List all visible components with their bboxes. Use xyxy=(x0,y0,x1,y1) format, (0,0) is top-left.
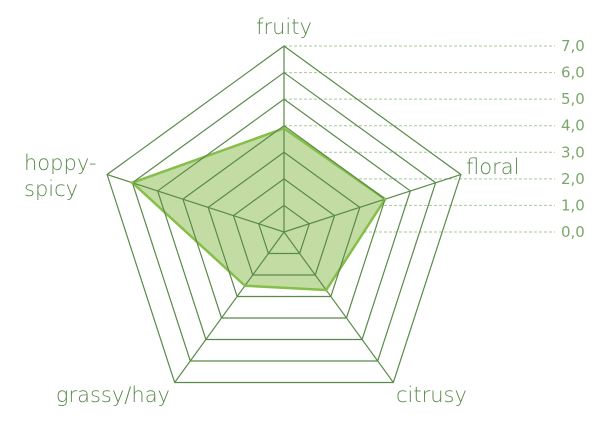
grid-ring xyxy=(131,71,437,362)
axis-label: citrusy xyxy=(396,383,467,407)
axis-label: hoppy-spicy xyxy=(24,151,96,201)
axis-spoke xyxy=(283,231,394,383)
data-point xyxy=(383,197,387,201)
axis-label: floral xyxy=(466,155,519,179)
tick-label: 0,0 xyxy=(561,223,585,241)
tick-label: 4,0 xyxy=(561,117,585,135)
grid-ring xyxy=(182,124,386,319)
data-point xyxy=(243,284,247,288)
data-point xyxy=(282,126,286,130)
axis-spoke xyxy=(174,231,285,383)
axis-label: grassy/hay xyxy=(56,383,170,407)
tick-label: 5,0 xyxy=(561,90,585,108)
data-point xyxy=(130,181,134,185)
tick-label: 6,0 xyxy=(561,64,585,82)
axis-spoke xyxy=(283,173,462,233)
grid-ring xyxy=(207,151,361,298)
grid-ring xyxy=(156,98,412,341)
axis-label: fruity xyxy=(256,15,312,39)
tick-label: 3,0 xyxy=(561,143,585,161)
grid-ring xyxy=(106,45,462,384)
data-point xyxy=(324,288,328,292)
tick-label: 1,0 xyxy=(561,196,585,214)
tick-label: 7,0 xyxy=(561,37,585,55)
tick-label: 2,0 xyxy=(561,170,585,188)
grid-ring xyxy=(232,178,336,276)
axis-spoke xyxy=(106,173,285,233)
grid-ring xyxy=(258,204,310,255)
